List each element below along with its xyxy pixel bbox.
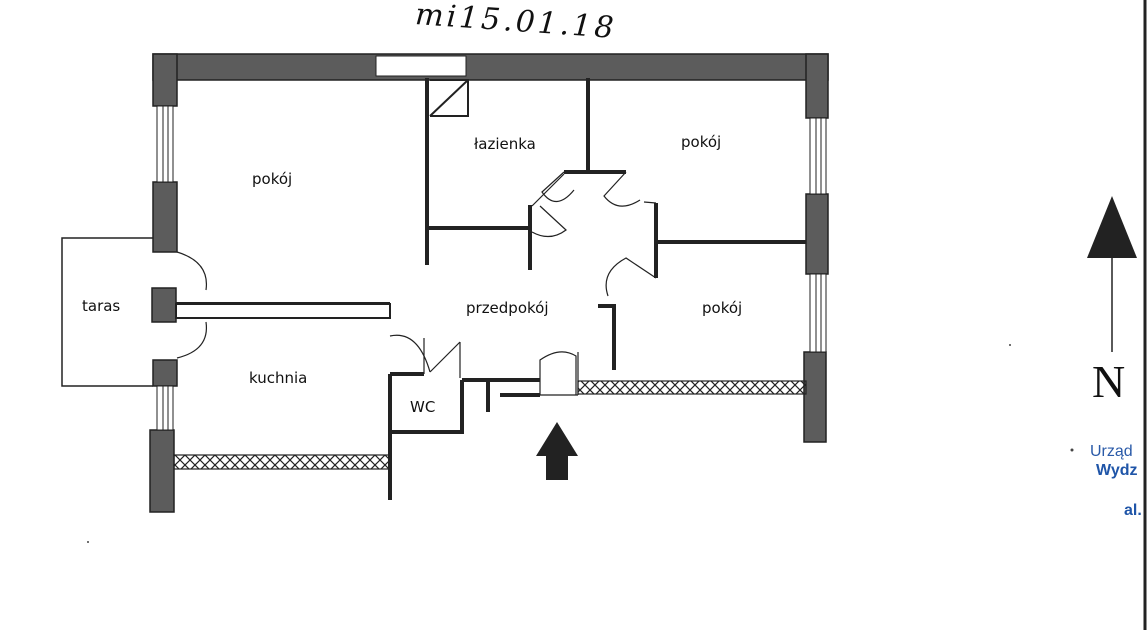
- room-label-kuchnia: kuchnia: [249, 369, 308, 387]
- terrace-outline: [61, 237, 153, 387]
- compass-north-letter: N: [1092, 356, 1126, 407]
- room-label-wc: WC: [410, 398, 436, 416]
- party-wall-kitchen: [173, 454, 391, 470]
- wall-kitchen-divider: [175, 303, 391, 319]
- party-walls: [173, 380, 807, 470]
- office-stamp-line1: Urząd: [1090, 443, 1133, 460]
- room-label-przedpokoj: przedpokój: [466, 299, 549, 317]
- room-label-pokoj-top-left: pokój: [252, 170, 293, 188]
- office-stamp-line3: al.: [1124, 502, 1142, 519]
- wall-left-mid: [152, 181, 178, 253]
- terrace-doors: [176, 251, 208, 359]
- wall-left-low: [152, 359, 178, 387]
- wall-right-top: [805, 53, 829, 119]
- interior-walls: [175, 78, 806, 500]
- party-wall-right: [577, 380, 807, 395]
- compass: [1087, 196, 1137, 352]
- exterior-walls: [149, 53, 829, 513]
- compass-arrow-head: [1087, 196, 1137, 258]
- wall-top: [152, 53, 829, 81]
- window-top: [375, 55, 467, 77]
- window-right-2: [809, 273, 827, 353]
- window-left-1: [156, 105, 174, 183]
- windows: [156, 55, 827, 431]
- bathroom-shaft: [429, 79, 469, 117]
- wall-left-top: [152, 53, 178, 107]
- room-label-lazienka: łazienka: [474, 135, 536, 153]
- room-label-pokoj-right: pokój: [702, 299, 743, 317]
- wall-left-bottom: [149, 429, 175, 513]
- window-right-1: [809, 117, 827, 195]
- wall-left-stub: [151, 287, 177, 323]
- wall-right-mid: [805, 193, 829, 275]
- interior-doors: [389, 171, 657, 396]
- office-stamp-line2: Wydz: [1096, 462, 1138, 479]
- window-left-2: [156, 385, 174, 431]
- room-label-taras: taras: [82, 297, 121, 315]
- entrance-arrow: [536, 422, 578, 480]
- wall-right-bottom: [803, 351, 827, 443]
- room-label-pokoj-top-right: pokój: [681, 133, 722, 151]
- scan-specks: [87, 344, 1074, 543]
